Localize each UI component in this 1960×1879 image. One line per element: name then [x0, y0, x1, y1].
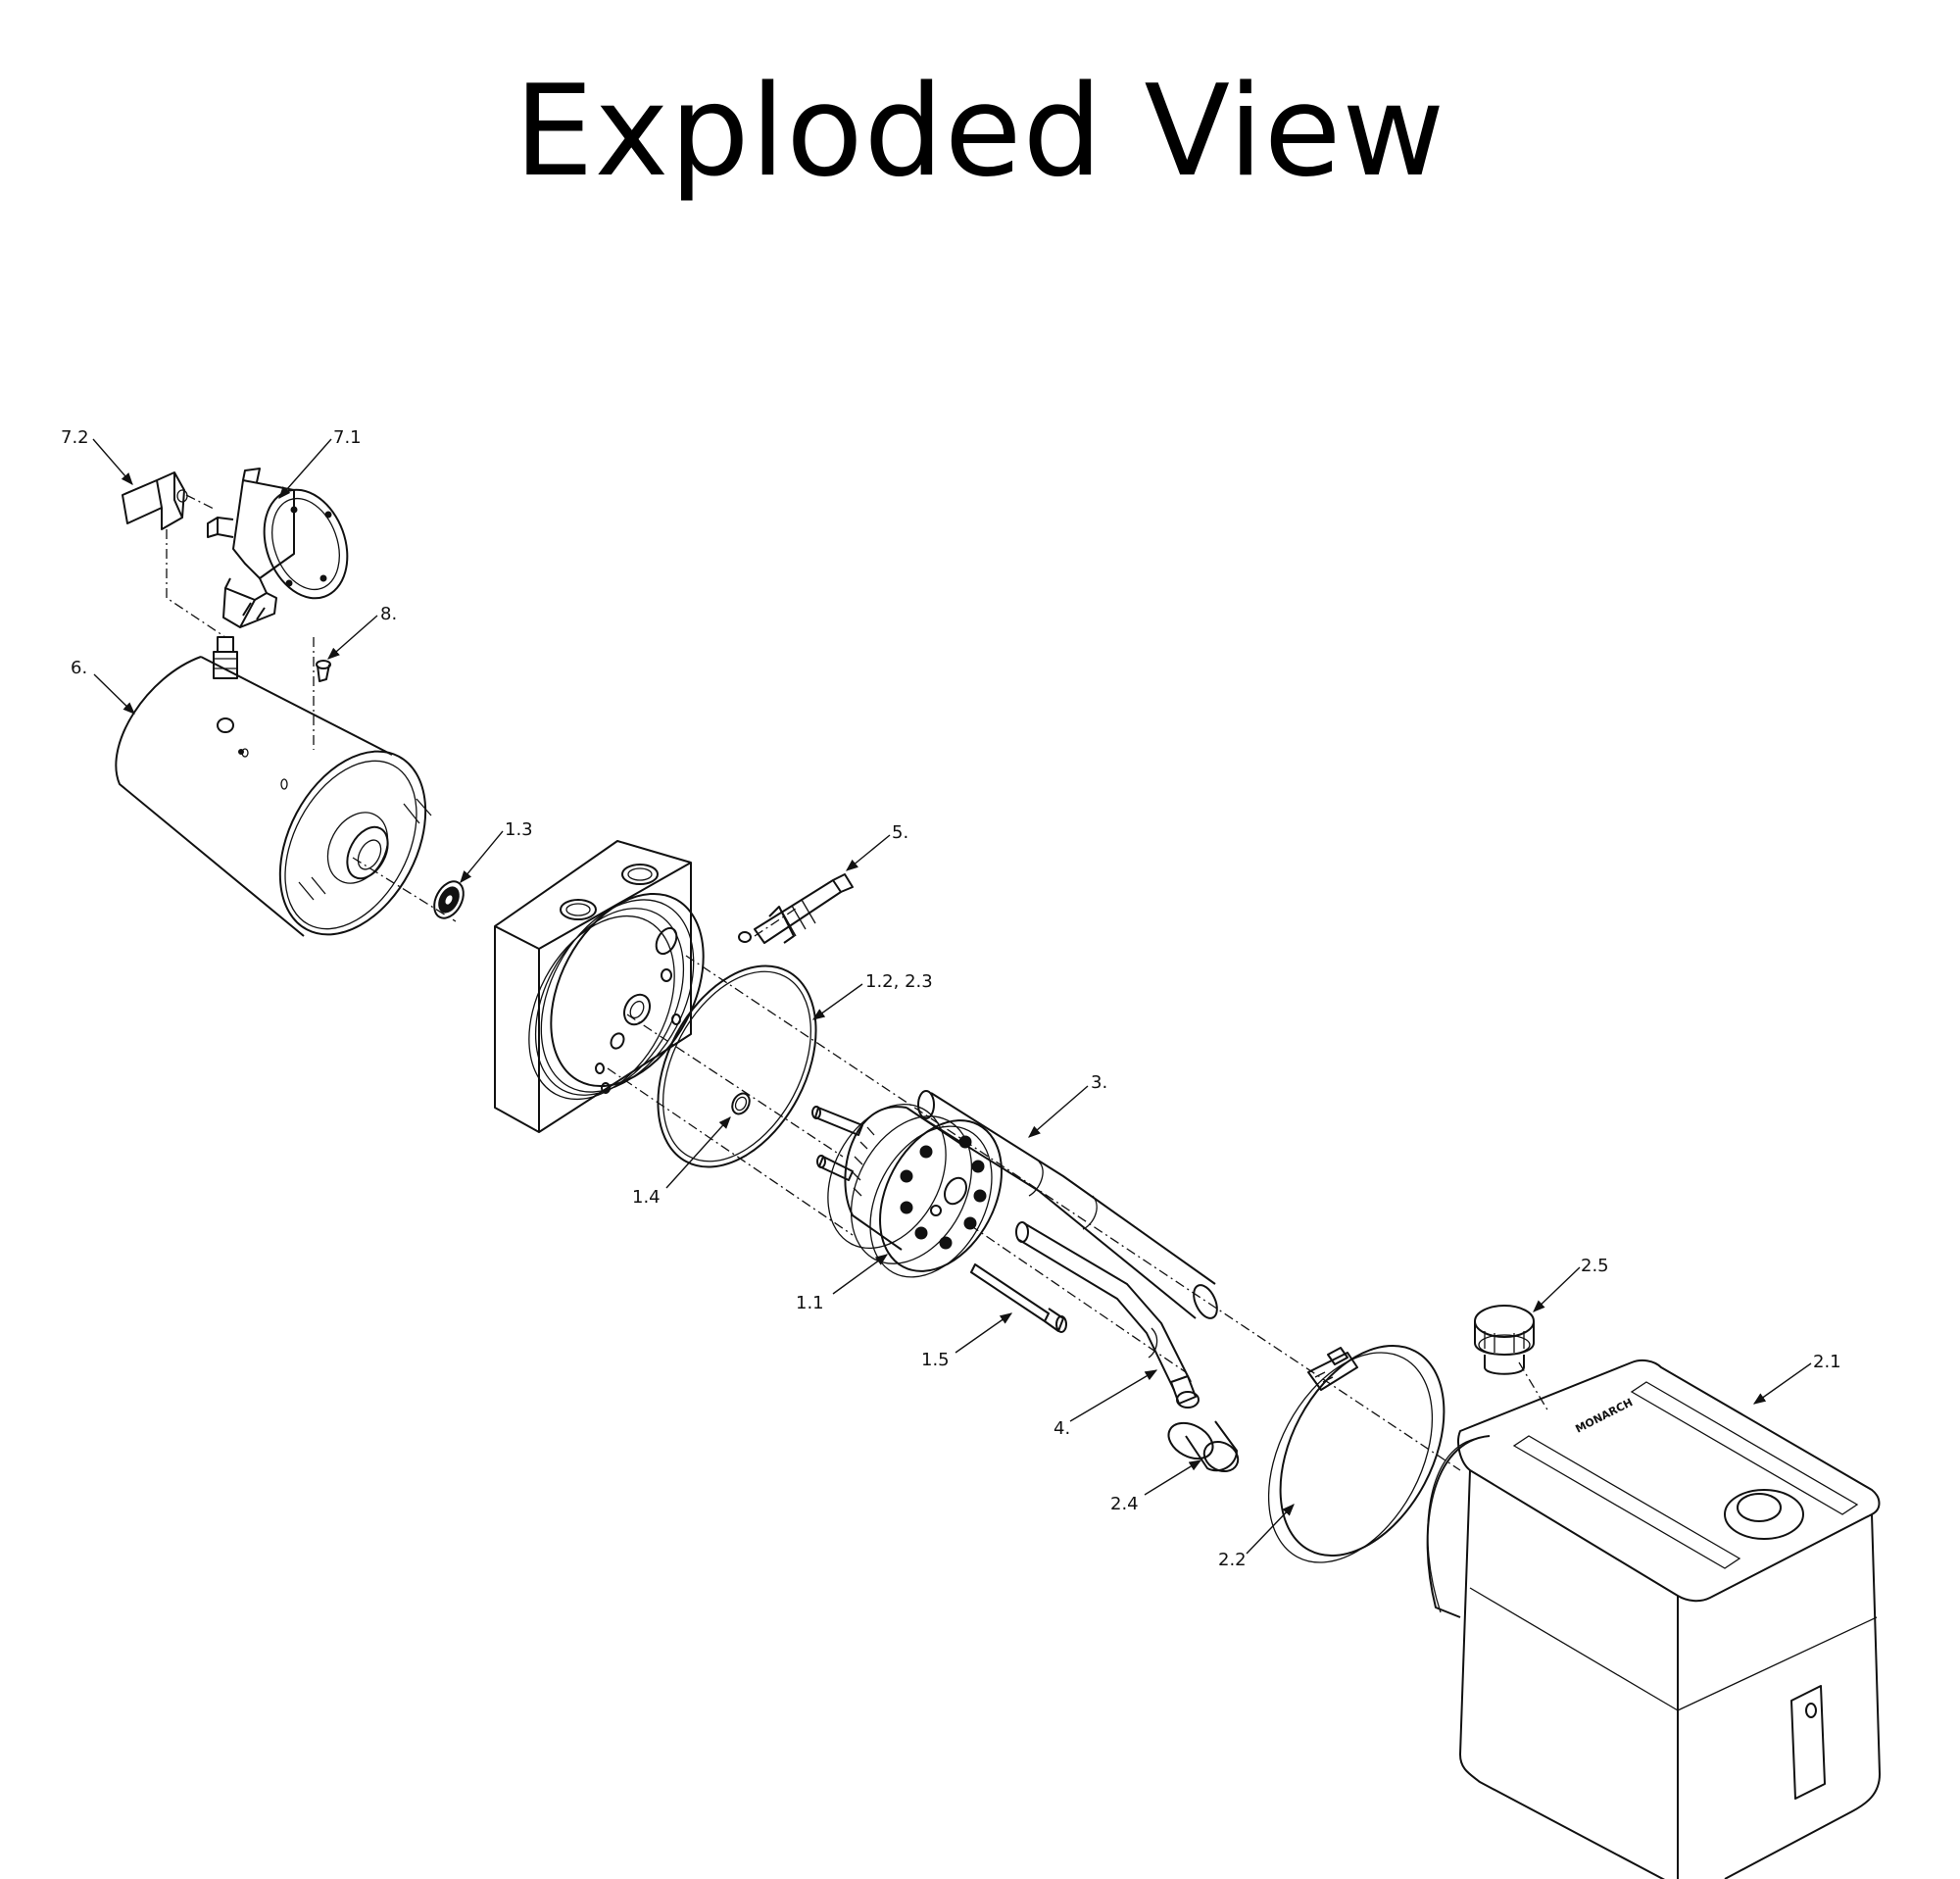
part-6-motor: [115, 636, 432, 937]
callout-label: 3.: [1091, 1072, 1107, 1093]
callout-label: 1.2, 2.3: [865, 971, 933, 992]
part-1-5-bolt: [970, 1263, 1067, 1333]
callout-4: 4.: [1054, 1369, 1158, 1439]
callout-label: 4.: [1054, 1418, 1070, 1439]
part-2-5-breather-cap: [1474, 1305, 1535, 1375]
callout-label: 1.4: [632, 1187, 661, 1208]
callout-2-2: 2.2: [1218, 1504, 1295, 1570]
callout-6: 6.: [71, 658, 135, 715]
callout-3: 3.: [1028, 1072, 1107, 1138]
part-3-return-tube: [917, 1090, 1218, 1319]
part-1-4-small-o-ring: [731, 1092, 751, 1115]
callout-1-3: 1.3: [460, 819, 533, 883]
callout-label: 6.: [71, 658, 87, 678]
callout-7-1: 7.1: [278, 427, 362, 499]
part-7-1-solenoid: [207, 468, 349, 628]
callout-2-4: 2.4: [1110, 1459, 1202, 1514]
part-4-suction-tube: [1015, 1221, 1200, 1409]
part-pump-block: [494, 840, 705, 1133]
callout-label: 1.1: [796, 1293, 824, 1313]
callout-label: 2.1: [1813, 1352, 1841, 1372]
callout-1-5: 1.5: [921, 1312, 1013, 1370]
part-2-4-filter: [1167, 1420, 1240, 1472]
assembly-centerlines: [166, 494, 1549, 1471]
callout-label: 2.4: [1110, 1494, 1139, 1514]
callout-1-1: 1.1: [796, 1254, 889, 1313]
callout-label: 2.2: [1218, 1550, 1247, 1570]
page-title: Exploded View: [514, 59, 1446, 205]
callout-2-5: 2.5: [1533, 1256, 1609, 1312]
callout-1-4: 1.4: [632, 1116, 731, 1208]
callout-label: 7.1: [333, 427, 362, 448]
callout-7-2: 7.2: [61, 427, 133, 485]
part-2-1-reservoir: MONARCH: [1426, 1359, 1881, 1879]
callout-1-2-2-3: 1.2, 2.3: [811, 971, 933, 1020]
callout-label: 8.: [380, 604, 397, 624]
part-8-screw: [316, 660, 331, 682]
callout-5: 5.: [846, 822, 908, 871]
callout-label: 7.2: [61, 427, 89, 448]
callout-label: 1.3: [505, 819, 533, 840]
callout-label: 1.5: [921, 1350, 950, 1370]
part-1-1-gear-pump: [811, 1103, 1003, 1278]
callout-8: 8.: [327, 604, 397, 660]
callout-label: 2.5: [1581, 1256, 1609, 1276]
part-1-2-o-ring: [657, 964, 817, 1168]
part-5-relief-valve: [738, 873, 854, 944]
part-2-2-hose-clamp: [1267, 1344, 1446, 1563]
reservoir-logo: MONARCH: [1573, 1396, 1635, 1436]
part-7-2-terminal-bracket: [122, 471, 188, 530]
callout-label: 5.: [892, 822, 908, 843]
part-1-3-shaft-seal: [433, 880, 465, 919]
callout-2-1: 2.1: [1752, 1352, 1841, 1405]
